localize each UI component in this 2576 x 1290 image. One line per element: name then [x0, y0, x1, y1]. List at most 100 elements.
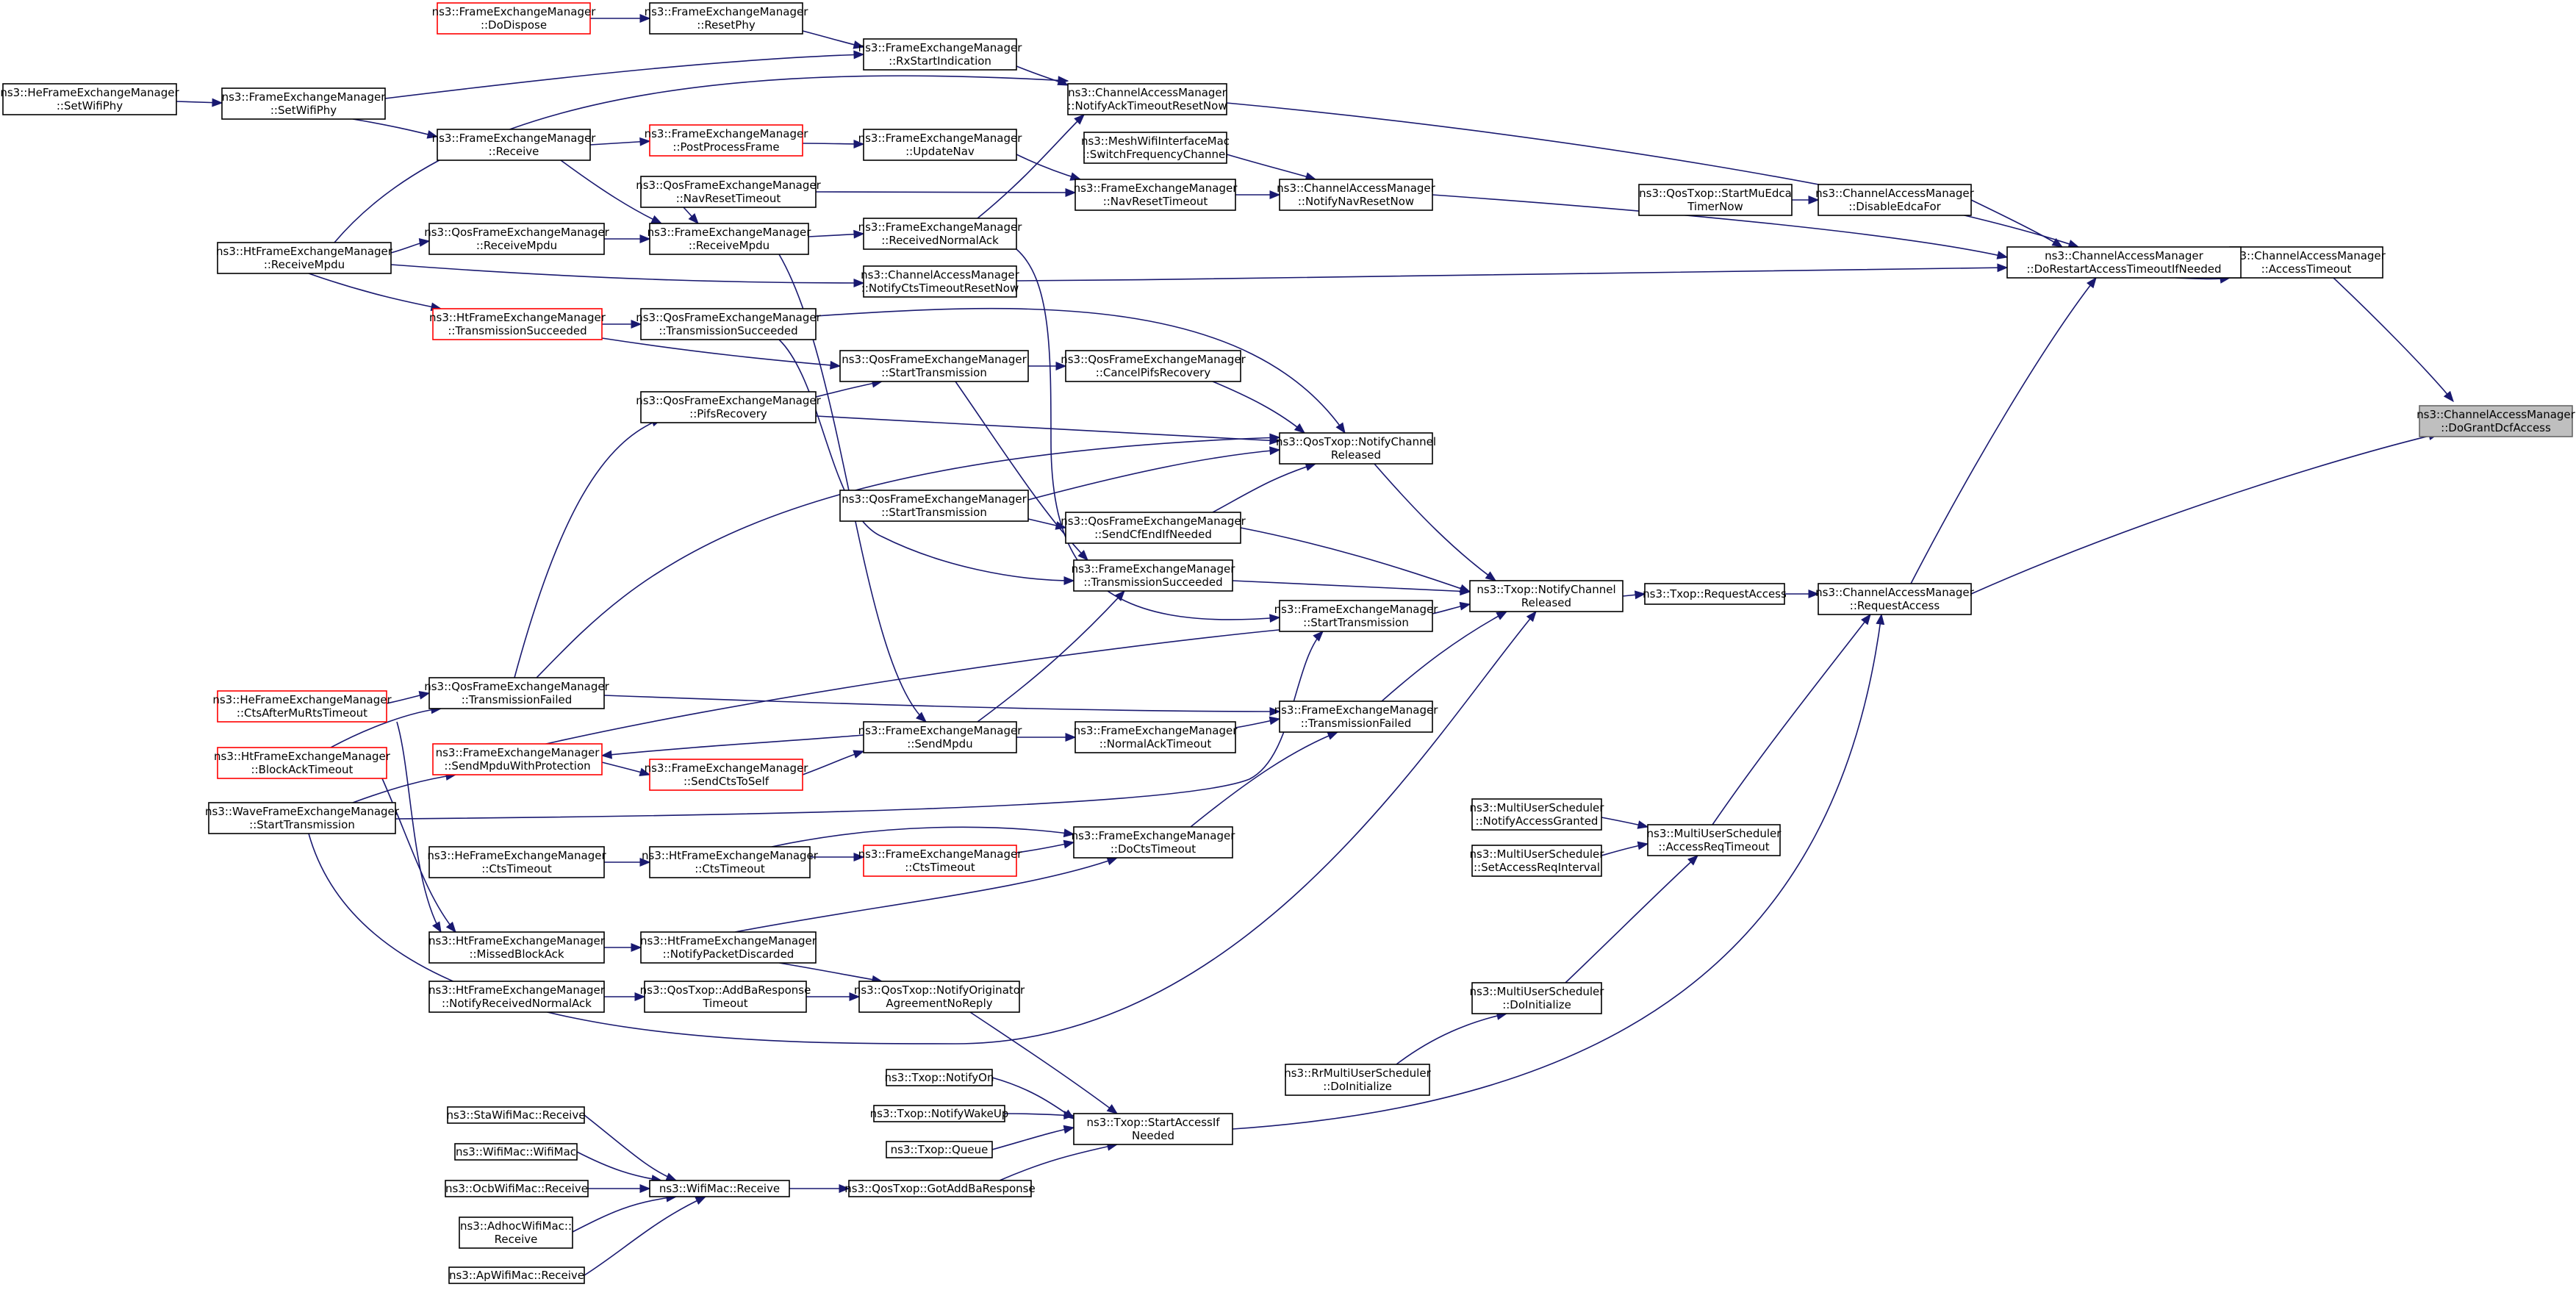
graph-node-txop-wake-up[interactable]: ns3::Txop::NotifyWakeUp — [870, 1105, 1009, 1122]
edge-arrowhead — [688, 213, 699, 224]
edge-line — [1016, 154, 1081, 180]
graph-node-fx-start-tx[interactable]: ns3::FrameExchangeManager::StartTransmis… — [1274, 600, 1439, 632]
graph-node-wave-start[interactable]: ns3::WaveFrameExchangeManager::StartTran… — [205, 802, 400, 834]
graph-node-ht-cts-timeout[interactable]: ns3::HtFrameExchangeManager::CtsTimeout — [642, 846, 819, 878]
graph-node-qos-tx-succ[interactable]: ns3::QosFrameExchangeManager::Transmissi… — [636, 308, 822, 340]
graph-node-fx-tx-failed[interactable]: ns3::FrameExchangeManager::TransmissionF… — [1274, 700, 1439, 733]
graph-node-reset-phy[interactable]: ns3::FrameExchangeManager::ResetPhy — [645, 2, 809, 35]
graph-node-qos-receive-mpdu[interactable]: ns3::QosFrameExchangeManager::ReceiveMpd… — [424, 223, 610, 255]
graph-node-notify-cts[interactable]: ns3::ChannelAccessManager::NotifyCtsTime… — [861, 265, 1020, 298]
graph-node-update-nav[interactable]: ns3::FrameExchangeManager::UpdateNav — [858, 129, 1023, 161]
edge-line — [1712, 614, 1871, 825]
graph-node-fx-nav-reset[interactable]: ns3::FrameExchangeManager::NavResetTimeo… — [1074, 179, 1238, 211]
graph-node-rr-do-init[interactable]: ns3::RrMultiUserScheduler::DoInitialize — [1284, 1064, 1432, 1096]
graph-node-set-wifi-phy[interactable]: ns3::FrameExchangeManager::SetWifiPhy — [221, 87, 387, 120]
graph-node-txop-notify-on[interactable]: ns3::Txop::NotifyOn — [884, 1069, 994, 1086]
graph-node-fx-receive[interactable]: ns3::FrameExchangeManager::Receive — [432, 129, 597, 161]
edge-line — [584, 1114, 677, 1181]
graph-node-do-cts-timeout[interactable]: ns3::FrameExchangeManager::DoCtsTimeout — [1072, 826, 1236, 859]
node-label: ::PostProcessFrame — [672, 140, 779, 154]
graph-node-ht-notify-pkt[interactable]: ns3::HtFrameExchangeManager::NotifyPacke… — [640, 931, 817, 964]
edge-arrowhead — [1313, 631, 1324, 642]
graph-node-send-mpdu-prot[interactable]: ns3::FrameExchangeManager::SendMpduWithP… — [432, 743, 603, 775]
graph-node-fx-tx-succ[interactable]: ns3::FrameExchangeManager::TransmissionS… — [1072, 559, 1236, 592]
graph-node-sta-receive[interactable]: ns3::StaWifiMac::Receive — [447, 1106, 586, 1124]
node-label: ns3::ChannelAccessManager — [1815, 187, 1974, 200]
graph-node-cancel-pifs[interactable]: ns3::QosFrameExchangeManager::CancelPifs… — [1061, 350, 1246, 382]
graph-node-ht-notify-recv-ack[interactable]: ns3::HtFrameExchangeManager::NotifyRecei… — [428, 981, 606, 1013]
edge-arrowhead — [2087, 276, 2097, 289]
edge-arrowhead — [2051, 237, 2064, 248]
node-label: ns3::MultiUserScheduler — [1647, 827, 1782, 840]
graph-node-pifs-recovery[interactable]: ns3::QosFrameExchangeManager::PifsRecove… — [636, 391, 822, 423]
graph-node-he-set-wifi-phy[interactable]: ns3::HeFrameExchangeManager::SetWifiPhy — [0, 83, 179, 115]
graph-node-ht-missed-ba[interactable]: ns3::HtFrameExchangeManager::MissedBlock… — [428, 931, 606, 964]
graph-node-wifi-mac-ctor[interactable]: ns3::WifiMac::WifiMac — [454, 1143, 578, 1161]
graph-node-notify-ack[interactable]: ns3::ChannelAccessManager::NotifyAckTime… — [1067, 83, 1227, 115]
graph-node-ocb-receive[interactable]: ns3::OcbWifiMac::Receive — [445, 1180, 589, 1197]
graph-node-txop-req[interactable]: ns3::Txop::RequestAccess — [1643, 583, 1787, 605]
graph-node-notify-nav[interactable]: ns3::ChannelAccessManager::NotifyNavRese… — [1277, 179, 1436, 211]
call-edge — [576, 1151, 663, 1183]
node-label: ns3::QosFrameExchangeManager — [1061, 515, 1246, 528]
edge-arrowhead — [639, 1184, 651, 1193]
edge-arrowhead — [634, 992, 646, 1001]
graph-node-ht-receive-mpdu[interactable]: ns3::HtFrameExchangeManager::ReceiveMpdu — [216, 242, 393, 274]
graph-node-mu-notify-granted[interactable]: ns3::MultiUserScheduler::NotifyAccessGra… — [1470, 798, 1605, 831]
edge-arrowhead — [1063, 1125, 1075, 1134]
graph-node-do-dispose[interactable]: ns3::FrameExchangeManager::DoDispose — [432, 2, 597, 35]
edge-arrowhead — [1526, 610, 1537, 623]
call-edge — [1016, 733, 1077, 742]
graph-node-send-cts-to-self[interactable]: ns3::FrameExchangeManager::SendCtsToSelf — [645, 759, 809, 791]
edge-arrowhead — [418, 238, 431, 247]
graph-node-mesh-switch[interactable]: ns3::MeshWifiInterfaceMac::SwitchFrequen… — [1081, 132, 1230, 164]
graph-node-restart[interactable]: ns3::ChannelAccessManager::DoRestartAcce… — [2006, 246, 2242, 279]
graph-node-req-access-cam[interactable]: ns3::ChannelAccessManager::RequestAccess — [1815, 583, 1975, 615]
graph-node-send-cf-end[interactable]: ns3::QosFrameExchangeManager::SendCfEndI… — [1061, 512, 1246, 544]
graph-node-qos-nav-reset[interactable]: ns3::QosFrameExchangeManager::NavResetTi… — [636, 176, 822, 208]
node-label: ns3::HtFrameExchangeManager — [428, 934, 606, 947]
graph-node-he-cts-after[interactable]: ns3::HeFrameExchangeManager::CtsAfterMuR… — [212, 690, 392, 723]
call-edge — [1970, 199, 2064, 248]
node-label: ns3::FrameExchangeManager — [858, 132, 1023, 145]
graph-node-ap-receive[interactable]: ns3::ApWifiMac::Receive — [448, 1266, 585, 1284]
graph-node-fx-cts-timeout[interactable]: ns3::FrameExchangeManager::CtsTimeout — [858, 845, 1023, 877]
graph-node-txop-queue[interactable]: ns3::Txop::Queue — [886, 1141, 993, 1158]
graph-node-qos-tx-failed[interactable]: ns3::QosFrameExchangeManager::Transmissi… — [424, 677, 610, 709]
graph-node-got-add-ba[interactable]: ns3::QosTxop::GotAddBaResponse — [844, 1180, 1036, 1197]
node-label: ::NotifyCtsTimeoutResetNow — [861, 282, 1019, 295]
graph-node-mu-set-interval[interactable]: ns3::MultiUserScheduler::SetAccessReqInt… — [1470, 845, 1605, 877]
graph-node-ht-tx-succ[interactable]: ns3::HtFrameExchangeManager::Transmissio… — [429, 308, 606, 340]
graph-node-access-timeout[interactable]: ns3::ChannelAccessManager::AccessTimeout — [2227, 246, 2386, 279]
graph-node-rx-start[interactable]: ns3::FrameExchangeManager::RxStartIndica… — [858, 38, 1023, 71]
graph-node-send-mpdu[interactable]: ns3::FrameExchangeManager::SendMpdu — [858, 721, 1023, 753]
node-label: ::AccessTimeout — [2261, 262, 2352, 276]
edge-arrowhead — [1808, 196, 1820, 204]
node-label: ::MissedBlockAck — [469, 947, 564, 961]
graph-node-qos-start-tx2[interactable]: ns3::QosFrameExchangeManager::StartTrans… — [839, 490, 1029, 522]
graph-node-he-cts-timeout[interactable]: ns3::HeFrameExchangeManager::CtsTimeout — [427, 846, 606, 878]
graph-node-wifi-mac-receive[interactable]: ns3::WifiMac::Receive — [649, 1180, 790, 1197]
edge-line — [514, 628, 1287, 752]
node-box — [1818, 184, 1972, 216]
node-label: ns3::FrameExchangeManager — [1072, 829, 1236, 842]
graph-node-received-normal-ack[interactable]: ns3::FrameExchangeManager::ReceivedNorma… — [858, 218, 1023, 250]
edge-line — [815, 307, 1346, 434]
node-label: ::NavResetTimeout — [676, 192, 781, 205]
node-label: ::TransmissionSucceeded — [448, 324, 586, 337]
graph-node-disable-edca[interactable]: ns3::ChannelAccessManager::DisableEdcaFo… — [1815, 184, 1975, 216]
graph-node-mu-do-init[interactable]: ns3::MultiUserScheduler::DoInitialize — [1470, 982, 1605, 1014]
graph-node-post-process[interactable]: ns3::FrameExchangeManager::PostProcessFr… — [645, 124, 809, 157]
graph-node-ht-block-ack[interactable]: ns3::HtFrameExchangeManager::BlockAckTim… — [214, 747, 391, 779]
graph-node-notify-orig[interactable]: ns3::QosTxop::NotifyOriginatorAgreementN… — [854, 981, 1025, 1013]
graph-node-fx-receive-mpdu[interactable]: ns3::FrameExchangeManager::ReceiveMpdu — [647, 223, 812, 255]
graph-node-qos-start-tx1[interactable]: ns3::QosFrameExchangeManager::StartTrans… — [839, 350, 1029, 382]
graph-node-normal-ack[interactable]: ns3::FrameExchangeManager::NormalAckTime… — [1074, 721, 1238, 753]
graph-node-adhoc-receive[interactable]: ns3::AdhocWifiMac::Receive — [459, 1216, 573, 1249]
graph-node-mu-access-req[interactable]: ns3::MultiUserScheduler::AccessReqTimeou… — [1647, 824, 1782, 856]
